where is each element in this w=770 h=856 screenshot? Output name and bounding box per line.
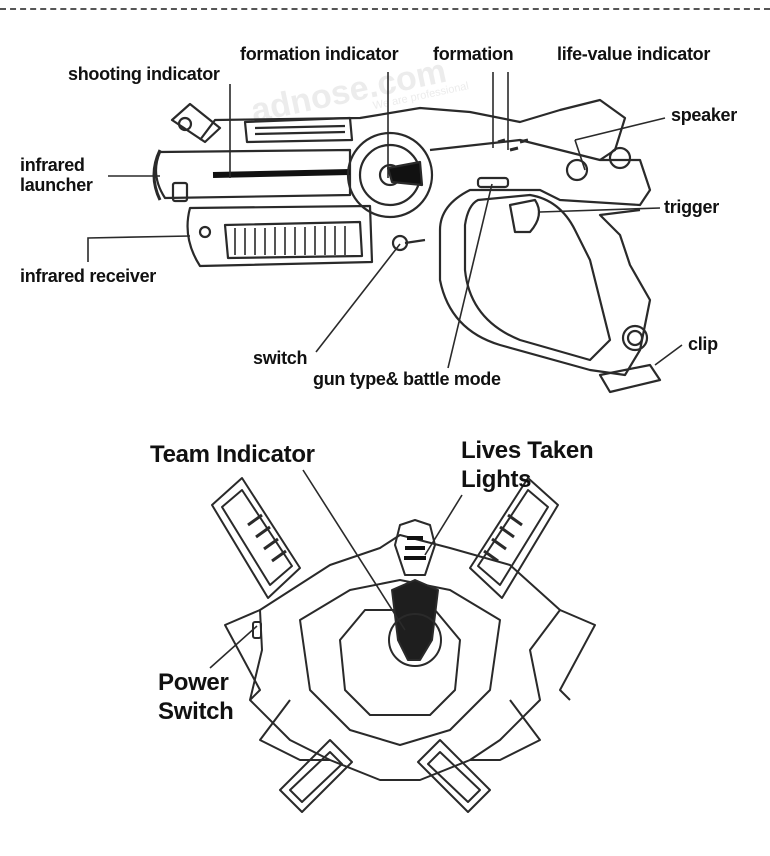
lives-lights-crest xyxy=(394,519,436,576)
indicator-housing xyxy=(339,609,461,716)
strap-lower-right xyxy=(417,739,491,813)
formation-indicator-label: formation indicator xyxy=(240,44,399,64)
power-switch-label: Power Switch xyxy=(158,669,234,725)
strap-upper-left xyxy=(211,477,301,599)
infrared-receiver-label: infrared receiver xyxy=(20,266,156,286)
life-value-indicator-label: life-value indicator xyxy=(557,44,711,64)
formation-dial xyxy=(346,131,434,219)
lower-barrel xyxy=(186,204,374,268)
shooting-indicator-label: shooting indicator xyxy=(68,64,220,84)
vest-leader-lines xyxy=(209,469,463,669)
infrared-launcher-label: infrared launcher xyxy=(20,155,93,195)
grip-cutout xyxy=(463,193,612,362)
trigger-shape xyxy=(508,198,541,234)
laser-gun-drawing xyxy=(152,98,662,394)
vest-drawing xyxy=(211,477,596,813)
clip-label: clip xyxy=(688,334,718,354)
speaker-grille xyxy=(565,158,589,182)
speaker-label: speaker xyxy=(671,105,737,125)
strap-upper-right xyxy=(469,477,559,599)
mode-switch xyxy=(476,176,510,189)
clip-shape xyxy=(598,363,662,394)
formation-label: formation xyxy=(433,44,514,64)
strap-lower-left xyxy=(279,739,353,813)
power-switch-knob xyxy=(391,234,409,252)
trigger-label: trigger xyxy=(664,197,719,217)
rear-sight xyxy=(170,102,222,144)
switch-label: switch xyxy=(253,348,308,368)
lives-taken-lights-label: Lives Taken Lights xyxy=(461,437,594,493)
gun-leader-lines xyxy=(87,72,683,369)
team-indicator-light xyxy=(391,579,439,661)
gun-type-battle-mode-label: gun type& battle mode xyxy=(313,369,501,389)
dashed-separator xyxy=(0,8,770,10)
team-indicator-label: Team Indicator xyxy=(150,441,315,468)
